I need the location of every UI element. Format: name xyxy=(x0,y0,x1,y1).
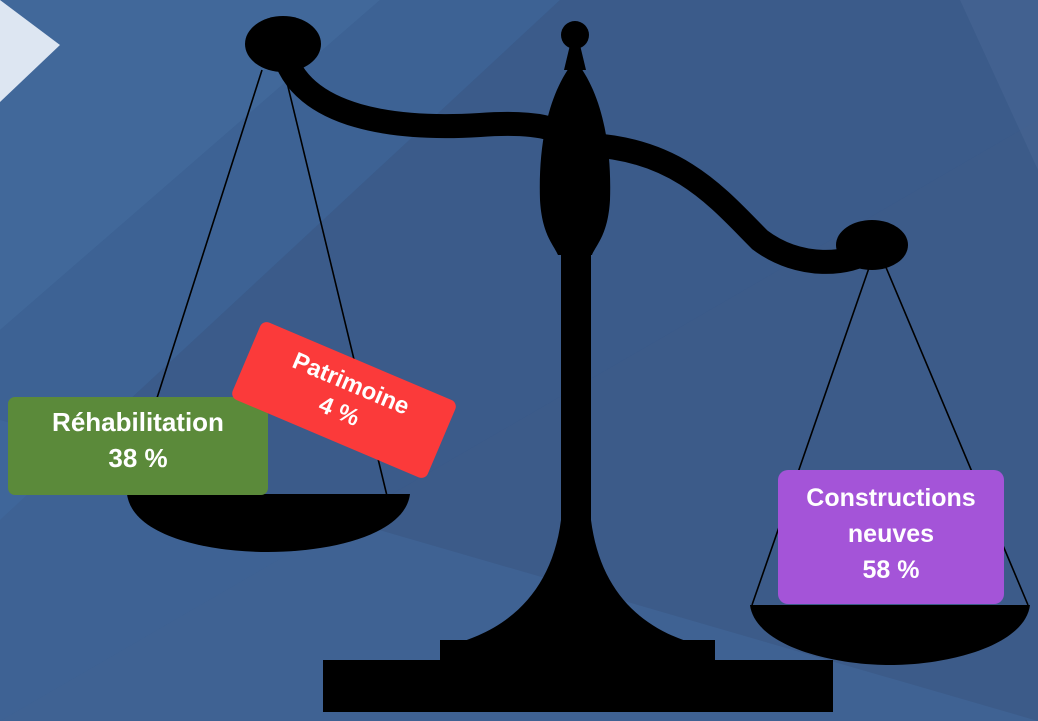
constructions-value: 58 % xyxy=(862,556,920,584)
rehabilitation-label: Réhabilitation xyxy=(52,407,224,437)
play-arrow-icon xyxy=(0,0,60,102)
right-pan xyxy=(750,605,1030,665)
rehabilitation-label-box: Réhabilitation 38 % xyxy=(8,397,268,495)
left-pan xyxy=(127,494,410,552)
constructions-label-line1: Constructions xyxy=(806,484,976,512)
constructions-neuves-label-box: Constructions neuves 58 % xyxy=(778,470,1004,604)
rehabilitation-value: 38 % xyxy=(108,443,168,473)
constructions-label-line2: neuves xyxy=(847,520,935,548)
